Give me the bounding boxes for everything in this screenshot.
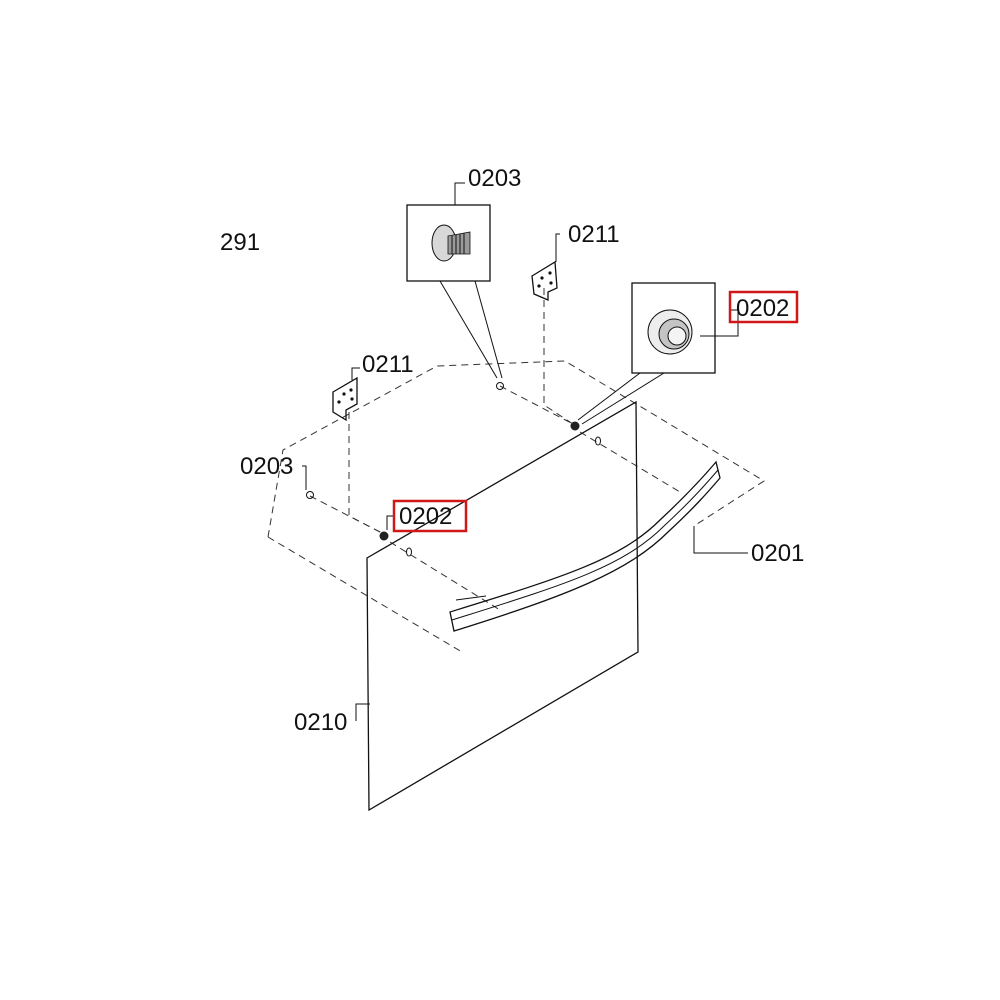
label-bracket-right: 0211 [568, 221, 620, 248]
fixing-points [306, 382, 601, 557]
end-cap-top-part [496, 382, 504, 390]
highlight-box-spacer-right [728, 290, 799, 324]
handle-bar [449, 460, 721, 632]
end-cap-left-part [306, 491, 314, 499]
label-door-panel: 0210 [294, 709, 347, 736]
assembly-outline [267, 288, 765, 653]
door-hole-right [595, 436, 601, 446]
figure-number: 291 [220, 229, 260, 256]
label-spacer-left: 0202 [399, 503, 452, 530]
detail-callout-end-cap [406, 204, 503, 379]
label-end-cap-top: 0203 [468, 165, 521, 192]
label-handle: 0201 [751, 540, 804, 567]
leader-lines [302, 182, 748, 721]
door-hole-left [406, 547, 412, 557]
spacer-right-part [570, 421, 580, 431]
label-end-cap-left: 0203 [240, 453, 293, 480]
label-bracket-left: 0211 [362, 351, 414, 378]
door-panel [366, 400, 639, 812]
bracket-right-part [531, 260, 558, 301]
highlight-box-spacer-left [392, 499, 468, 533]
spacer-left-part [379, 531, 389, 541]
bracket-left-part [332, 376, 358, 422]
detail-callout-spacer [577, 282, 716, 425]
label-spacer-right: 0202 [736, 295, 789, 322]
